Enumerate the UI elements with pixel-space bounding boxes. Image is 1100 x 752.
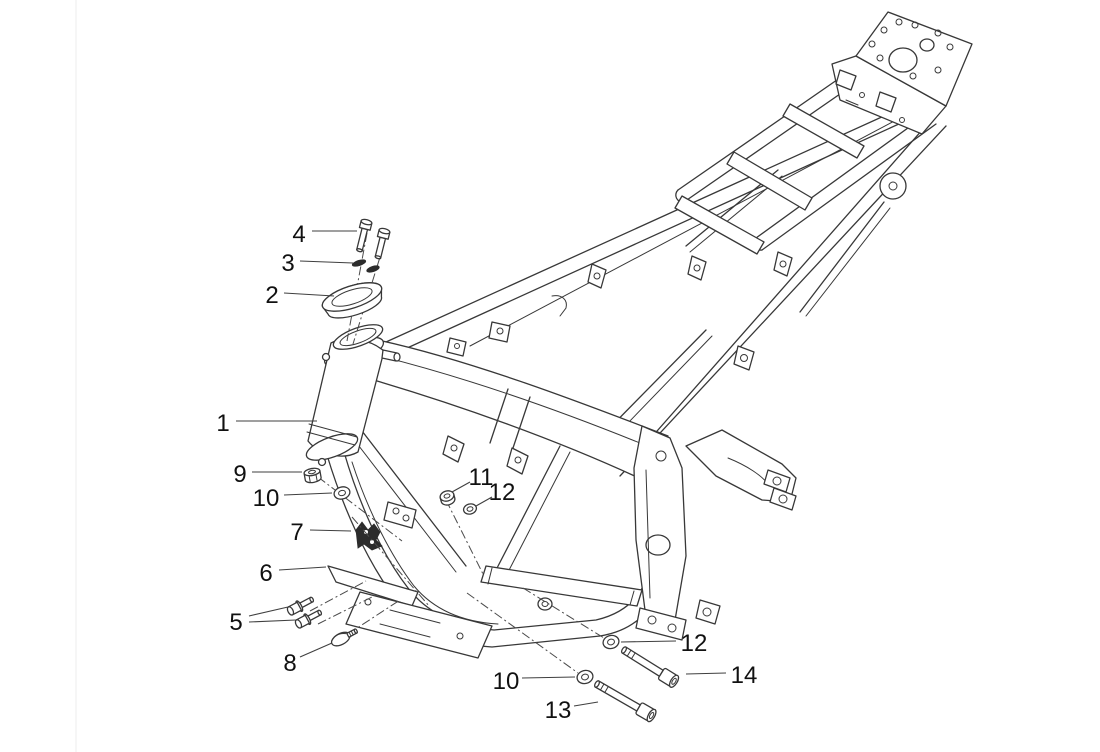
bottom-tubes xyxy=(619,111,947,477)
subframe-tabs xyxy=(587,251,793,371)
bolt-4b xyxy=(374,227,391,260)
callout-label-9: 9 xyxy=(233,461,246,488)
long-bolt-13 xyxy=(594,680,657,723)
callout-label-10b: 10 xyxy=(493,668,520,695)
top-tubes xyxy=(385,95,935,355)
callout-label-8: 8 xyxy=(283,650,296,677)
callout-label-3: 3 xyxy=(281,250,294,277)
subframe-braces xyxy=(589,169,891,455)
washer-12b xyxy=(602,634,620,650)
callout-label-10: 10 xyxy=(253,485,280,512)
callout-label-11: 11 xyxy=(469,464,494,491)
washer-10a xyxy=(333,486,351,500)
washer-12a xyxy=(462,503,478,515)
pivot-plates xyxy=(633,425,797,641)
flange-screw-8 xyxy=(330,628,358,647)
rack-rungs xyxy=(674,103,865,255)
callout-label-12a: 12 xyxy=(489,479,516,506)
washer-3b xyxy=(366,265,380,273)
steering-cover-2 xyxy=(321,282,383,319)
tail-mounting-plate xyxy=(831,11,973,135)
callout-label-12b: 12 xyxy=(681,630,708,657)
nut-9 xyxy=(303,467,322,484)
under-beam-tubes xyxy=(341,417,571,577)
callout-label-6: 6 xyxy=(259,560,272,587)
callout-label-2: 2 xyxy=(265,282,278,309)
hardware xyxy=(286,218,680,723)
washer-3a xyxy=(351,259,367,267)
callout-label-1: 1 xyxy=(216,410,229,437)
bolt-5a xyxy=(286,596,315,616)
bracket-plate-assembly xyxy=(327,565,493,659)
long-bolt-14 xyxy=(620,646,680,688)
callout-label-5: 5 xyxy=(229,609,242,636)
bolt-5b xyxy=(294,609,323,629)
nut-11 xyxy=(439,490,456,506)
frame-drawing xyxy=(305,11,973,659)
bolt-4a xyxy=(356,218,373,253)
washer-10c xyxy=(576,669,594,685)
callout-label-4: 4 xyxy=(292,221,305,248)
head-tube xyxy=(305,324,401,467)
main-beam xyxy=(359,295,669,487)
callout-labels: 4 3 2 1 9 10 7 6 5 8 11 12 12 14 10 13 xyxy=(216,221,757,724)
fender-lug xyxy=(879,172,907,200)
callout-label-13: 13 xyxy=(545,697,572,724)
leader-lines xyxy=(236,230,727,707)
callout-label-7: 7 xyxy=(290,519,303,546)
callout-label-14: 14 xyxy=(731,662,758,689)
